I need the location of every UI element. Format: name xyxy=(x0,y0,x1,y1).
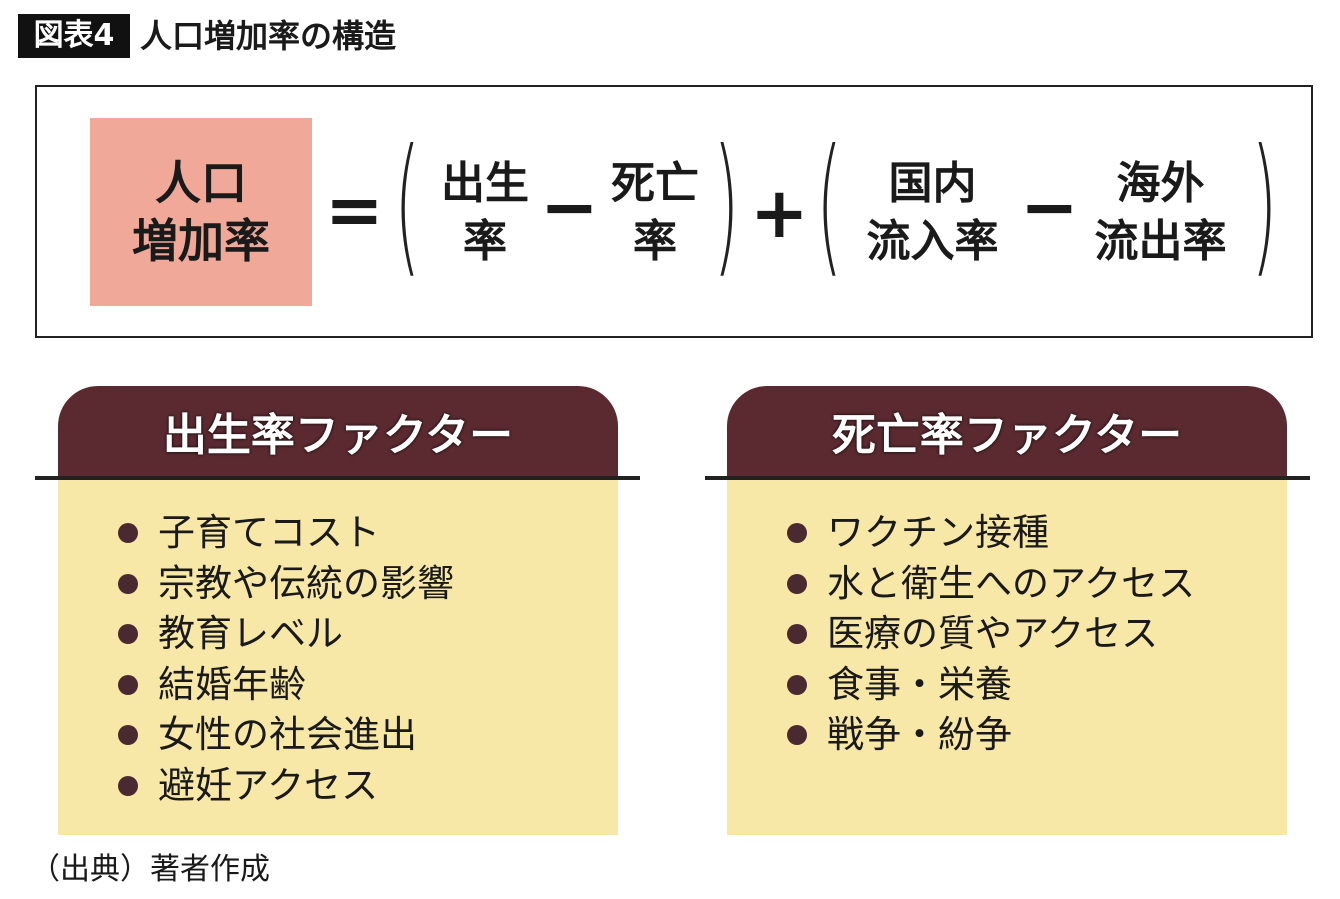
item-text: 医療の質やアクセス xyxy=(827,612,1159,655)
divider-right xyxy=(705,476,1310,480)
list-item: 結婚年齢 xyxy=(118,660,618,711)
item-text: 食事・栄養 xyxy=(827,662,1012,706)
divider-left xyxy=(35,476,640,480)
bullet-icon xyxy=(118,725,138,746)
domestic-inflow-term: 国内 流入率 xyxy=(850,155,1015,271)
item-text: 教育レベル xyxy=(158,612,343,655)
bullet-icon xyxy=(787,624,807,645)
item-text: ワクチン接種 xyxy=(827,511,1049,554)
bullet-icon xyxy=(118,523,138,544)
birth-rate-term: 出生 率 xyxy=(430,155,540,271)
list-item: 女性の社会進出 xyxy=(118,710,618,761)
list-item: 避妊アクセス xyxy=(118,761,618,812)
bullet-icon xyxy=(787,523,807,544)
birth-factor-header: 出生率ファクター xyxy=(58,386,618,478)
bullet-icon xyxy=(787,725,807,746)
list-item: 宗教や伝統の影響 xyxy=(118,559,618,610)
domestic-inflow-line-1: 国内 xyxy=(888,158,977,209)
item-text: 子育てコスト xyxy=(158,511,380,554)
equals-sign: = xyxy=(325,169,384,251)
list-item: ワクチン接種 xyxy=(787,508,1287,559)
list-item: 食事・栄養 xyxy=(787,660,1287,711)
bullet-icon xyxy=(118,775,138,796)
list-item: 水と衛生へのアクセス xyxy=(787,559,1287,610)
list-item: 子育てコスト xyxy=(118,508,618,559)
figure-title: 人口増加率の構造 xyxy=(140,17,397,55)
death-rate-term: 死亡 率 xyxy=(600,155,710,271)
death-factor-header: 死亡率ファクター xyxy=(727,386,1287,478)
bullet-icon xyxy=(118,624,138,645)
domestic-inflow-line-2: 流入率 xyxy=(866,216,999,267)
birth-factor-list: 子育てコスト 宗教や伝統の影響 教育レベル 結婚年齢 女性の社会進出 避妊アクセ… xyxy=(58,480,618,835)
formula-lhs: 人口 増加率 xyxy=(90,118,312,306)
death-factor-list: ワクチン接種 水と衛生へのアクセス 医療の質やアクセス 食事・栄養 戦争・紛争 xyxy=(727,480,1287,835)
birth-rate-line-1: 出生 xyxy=(441,158,529,209)
death-rate-line-2: 率 xyxy=(633,216,677,267)
list-item: 教育レベル xyxy=(118,609,618,660)
bullet-icon xyxy=(787,674,807,695)
lhs-line-1: 人口 xyxy=(155,156,247,210)
minus-sign-1: − xyxy=(540,166,599,248)
item-text: 戦争・紛争 xyxy=(827,713,1012,756)
item-text: 宗教や伝統の影響 xyxy=(158,561,454,605)
item-text: 避妊アクセス xyxy=(158,763,379,807)
overseas-outflow-line-2: 流出率 xyxy=(1094,216,1227,267)
list-item: 医療の質やアクセス xyxy=(787,609,1287,660)
birth-rate-line-2: 率 xyxy=(463,216,507,267)
item-text: 女性の社会進出 xyxy=(158,713,417,756)
plus-sign: + xyxy=(750,172,809,254)
lhs-line-2: 増加率 xyxy=(132,214,270,268)
bullet-icon xyxy=(118,674,138,695)
left-paren-1: ( xyxy=(394,118,421,292)
left-paren-2: ( xyxy=(816,118,843,292)
figure-badge: 図表4 xyxy=(18,14,130,58)
right-paren-1: ) xyxy=(713,118,740,292)
item-text: 結婚年齢 xyxy=(158,662,306,706)
formula-box xyxy=(35,85,1313,338)
source-note: （出典）著者作成 xyxy=(30,852,270,887)
overseas-outflow-line-1: 海外 xyxy=(1116,158,1205,209)
list-item: 戦争・紛争 xyxy=(787,710,1287,761)
overseas-outflow-term: 海外 流出率 xyxy=(1078,155,1243,271)
bullet-icon xyxy=(118,573,138,594)
minus-sign-2: − xyxy=(1020,166,1079,248)
bullet-icon xyxy=(787,573,807,594)
death-rate-line-1: 死亡 xyxy=(611,158,699,209)
item-text: 水と衛生へのアクセス xyxy=(827,561,1196,605)
right-paren-2: ) xyxy=(1251,118,1278,292)
